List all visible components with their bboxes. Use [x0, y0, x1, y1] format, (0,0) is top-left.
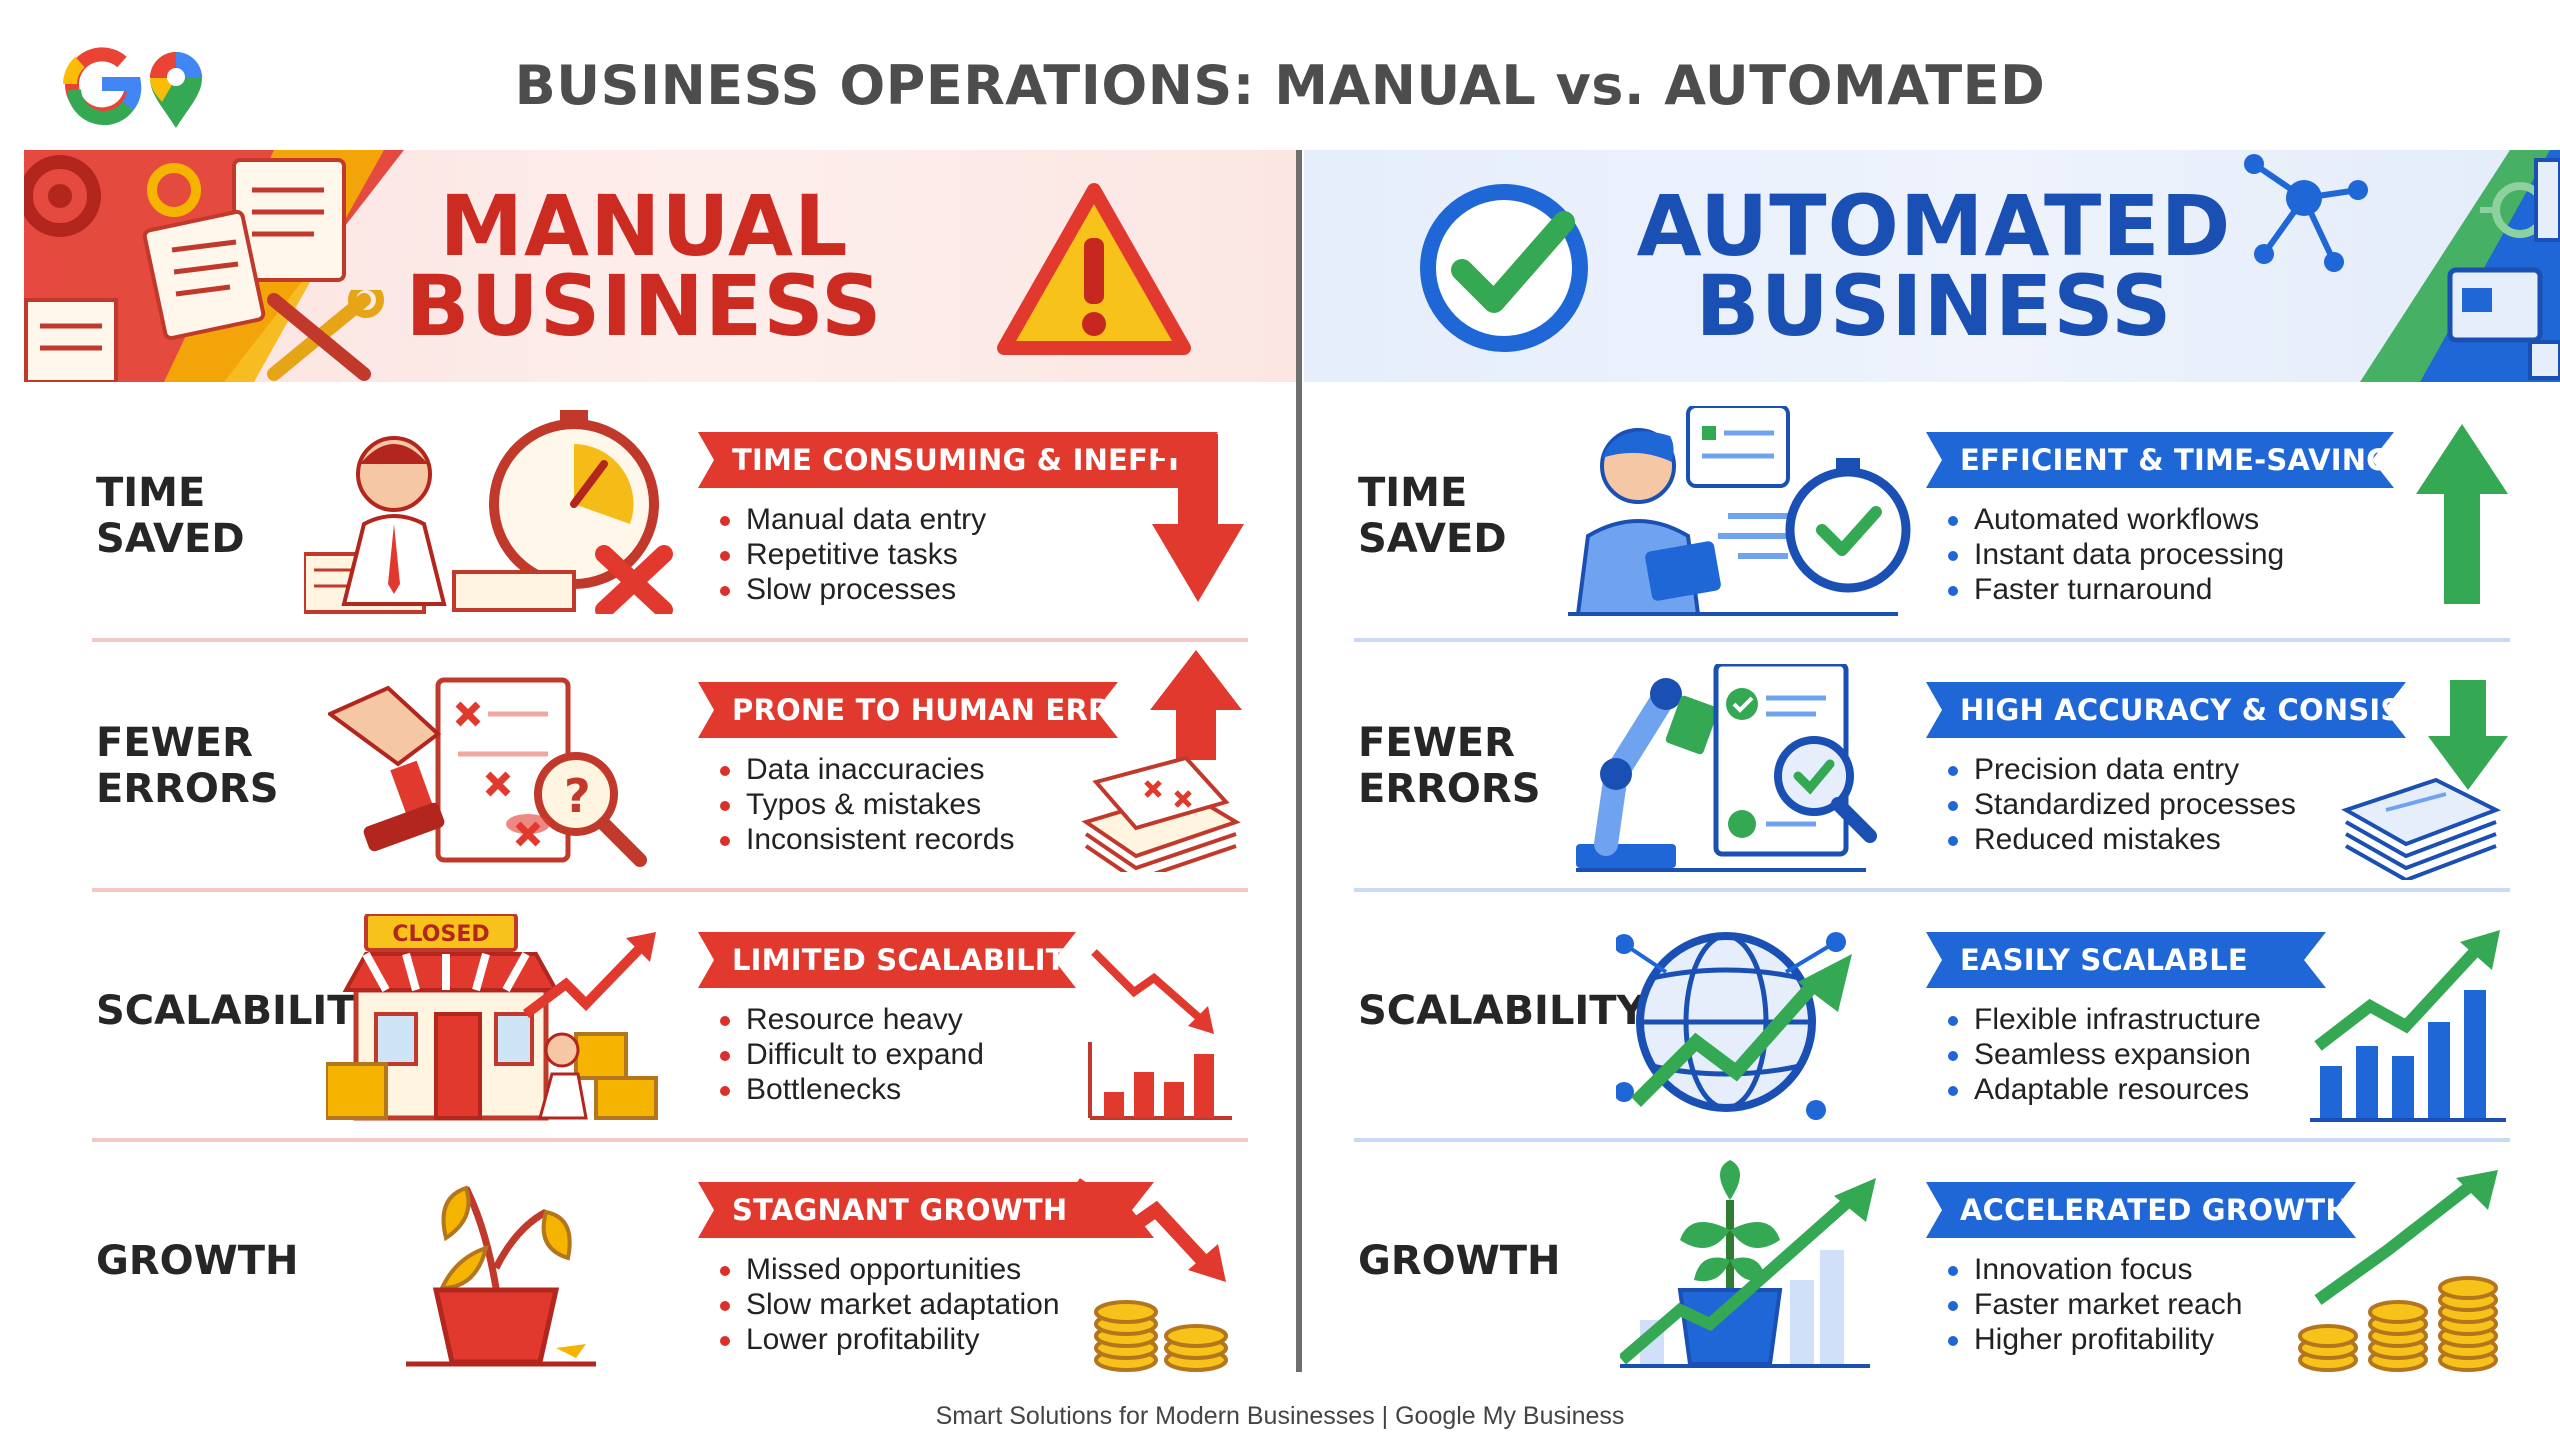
bullet-item: Slow market adaptation	[716, 1287, 1060, 1322]
automated-row-scalability: SCALABILITY EASILY SCALABLE Flexible inf…	[1354, 900, 2518, 1142]
bullet-item: Repetitive tasks	[716, 537, 986, 572]
bullet-item: Instant data processing	[1944, 537, 2284, 572]
row-label: SCALABILITY	[1358, 988, 1646, 1034]
row-separator	[92, 888, 1248, 892]
rising-coins-arrow-icon	[2298, 1170, 2498, 1372]
page-title: BUSINESS OPERATIONS: MANUAL vs. AUTOMATE…	[514, 54, 2046, 117]
bullet-item: Higher profitability	[1944, 1322, 2242, 1357]
manual-bullet-list: Resource heavy Difficult to expand Bottl…	[716, 1002, 984, 1107]
bullet-item: Innovation focus	[1944, 1252, 2242, 1287]
bullet-item: Typos & mistakes	[716, 787, 1014, 822]
manual-row-time-saved: TIME SAVED TIME CONSUMING & INEFFICIENT …	[92, 400, 1256, 642]
falling-coins-arrow-icon	[1076, 1178, 1228, 1372]
up-arrow-icon	[2416, 424, 2508, 604]
store-sign-text: CLOSED	[392, 922, 489, 947]
row-separator	[1354, 888, 2510, 892]
automated-bullet-list: Flexible infrastructure Seamless expansi…	[1944, 1002, 2261, 1107]
column-divider	[1296, 150, 1302, 1372]
bullet-item: Flexible infrastructure	[1944, 1002, 2261, 1037]
row-separator	[1354, 638, 2510, 642]
automated-bullet-list: Precision data entry Standardized proces…	[1944, 752, 2296, 857]
svg-text:?: ?	[564, 769, 591, 823]
row-label: TIME SAVED	[1358, 470, 1507, 562]
wrench-screwdriver-icon	[267, 290, 384, 381]
automated-banner: AUTOMATED BUSINESS	[1304, 150, 2560, 382]
automated-row-fewer-errors: FEWER ERRORS HIGH ACCURACY & CONSISTENCY…	[1354, 650, 2518, 892]
manual-heading-ribbon: PRONE TO HUMAN ERROR	[698, 682, 1118, 738]
manual-banner-title: MANUAL BUSINESS	[405, 177, 883, 355]
robot-arm-document-icon	[1576, 664, 1877, 872]
worker-laptop-stopwatch-icon	[1568, 406, 1911, 616]
bullet-item: Automated workflows	[1944, 502, 2284, 537]
bullet-item: Bottlenecks	[716, 1072, 984, 1107]
bullet-item: Adaptable resources	[1944, 1072, 2261, 1107]
google-maps-logo-icon	[63, 47, 202, 128]
manual-bullet-list: Manual data entry Repetitive tasks Slow …	[716, 502, 986, 607]
bullet-item: Lower profitability	[716, 1322, 1060, 1357]
automated-bullet-list: Innovation focus Faster market reach Hig…	[1944, 1252, 2242, 1357]
declining-bar-chart-icon	[1088, 949, 1232, 1120]
network-nodes-icon	[2244, 154, 2368, 272]
row-separator	[92, 638, 1248, 642]
bullet-item: Resource heavy	[716, 1002, 984, 1037]
row-label: FEWER ERRORS	[96, 720, 279, 812]
row-label: SCALABILITY	[96, 988, 384, 1034]
bullet-item: Standardized processes	[1944, 787, 2296, 822]
automated-heading-ribbon: EFFICIENT & TIME-SAVING	[1926, 432, 2394, 488]
manual-bullet-list: Missed opportunities Slow market adaptat…	[716, 1252, 1060, 1357]
automated-heading-ribbon: HIGH ACCURACY & CONSISTENCY	[1926, 682, 2406, 738]
down-arrow-icon	[1152, 434, 1244, 602]
error-papers-stack-icon	[1081, 755, 1241, 872]
bullet-item: Faster market reach	[1944, 1287, 2242, 1322]
down-arrow-icon	[2428, 680, 2508, 790]
automated-row-time-saved: TIME SAVED EFFICIENT & TIME-SAVING Autom…	[1354, 400, 2518, 642]
manual-heading-ribbon: LIMITED SCALABILITY	[698, 932, 1076, 988]
row-separator	[92, 1138, 1248, 1142]
row-label: FEWER ERRORS	[1358, 720, 1541, 812]
manual-bullet-list: Data inaccuracies Typos & mistakes Incon…	[716, 752, 1014, 857]
bullet-item: Inconsistent records	[716, 822, 1014, 857]
warning-triangle-icon	[997, 183, 1191, 355]
manual-row-fewer-errors: FEWER ERRORS ? PRONE TO HUMAN ERROR Data…	[92, 650, 1256, 892]
automated-banner-title: AUTOMATED BUSINESS	[1636, 177, 2232, 355]
globe-network-icon	[1616, 932, 1852, 1120]
row-separator	[1354, 1138, 2510, 1142]
bullet-item: Missed opportunities	[716, 1252, 1060, 1287]
automated-row-growth: GROWTH ACCELERATED GROWTH Innov	[1358, 1150, 2518, 1390]
automated-heading-ribbon: ACCELERATED GROWTH	[1926, 1182, 2356, 1238]
manual-heading-ribbon: TIME CONSUMING & INEFFICIENT	[698, 432, 1218, 488]
row-label: GROWTH	[96, 1238, 299, 1284]
manual-row-growth: GROWTH STAGNANT GROWTH Missed opportunit…	[96, 1150, 1256, 1390]
row-label: GROWTH	[1358, 1238, 1561, 1284]
manual-row-scalability: SCALABILITY CLOSED LIMITED SCALABILITY R…	[92, 900, 1256, 1142]
bullet-item: Faster turnaround	[1944, 572, 2284, 607]
circuit-board-icon	[2360, 150, 2560, 382]
wilted-plant-icon	[406, 1185, 596, 1367]
footer-text: Smart Solutions for Modern Businesses | …	[935, 1402, 1625, 1430]
bullet-item: Data inaccuracies	[716, 752, 1014, 787]
growing-plant-icon	[1620, 1160, 1876, 1368]
stamp-error-document-icon: ?	[328, 677, 647, 867]
automated-heading-ribbon: EASILY SCALABLE	[1926, 932, 2326, 988]
automated-bullet-list: Automated workflows Instant data process…	[1944, 502, 2284, 607]
manual-banner: MANUAL BUSINESS	[24, 150, 1296, 382]
up-arrow-icon	[1150, 650, 1242, 760]
stressed-worker-clock-icon	[304, 410, 673, 614]
rising-bar-chart-icon	[2310, 930, 2506, 1122]
checkmark-circle-icon	[1420, 184, 1588, 352]
bullet-item: Slow processes	[716, 572, 986, 607]
bullet-item: Manual data entry	[716, 502, 986, 537]
row-label: TIME SAVED	[96, 470, 245, 562]
neat-papers-stack-icon	[2341, 777, 2501, 880]
closed-store-icon: CLOSED	[326, 914, 658, 1121]
bullet-item: Reduced mistakes	[1944, 822, 2296, 857]
gears-documents-icon	[24, 150, 404, 382]
bullet-item: Precision data entry	[1944, 752, 2296, 787]
bullet-item: Seamless expansion	[1944, 1037, 2261, 1072]
bullet-item: Difficult to expand	[716, 1037, 984, 1072]
